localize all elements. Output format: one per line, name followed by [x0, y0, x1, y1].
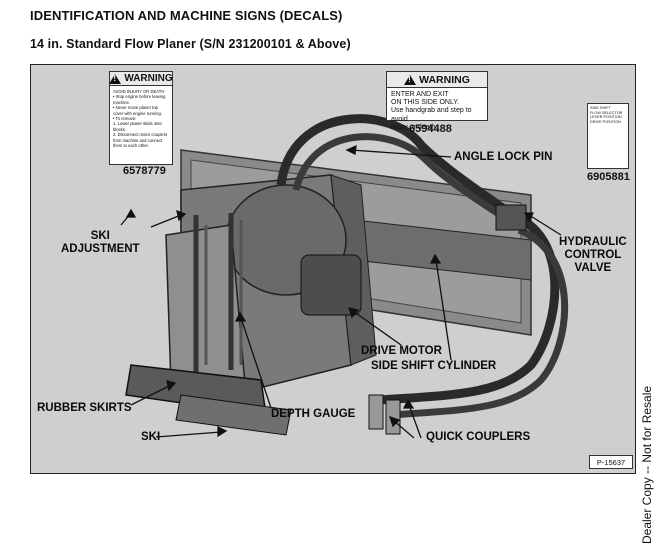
decal-left-text: AVOID INJURY OR DEATH • Stop engine befo… — [113, 89, 168, 149]
callout-drive-motor: DRIVE MOTOR — [361, 345, 442, 357]
planer-drawing — [120, 114, 569, 439]
callout-ski-adjustment: SKI ADJUSTMENT — [61, 230, 140, 255]
callout-rubber-skirts: RUBBER SKIRTS — [37, 402, 132, 414]
decal-middle-part-number: 6594488 — [409, 123, 452, 135]
decal-middle-heading: WARNING — [419, 73, 470, 86]
flow-selector-decal: SIDE SHIFT FLOW SELECTOR LEVER POSITION … — [587, 103, 629, 169]
planer-illustration: WARNING AVOID INJURY OR DEATH • Stop eng… — [30, 64, 636, 474]
callout-depth-gauge: DEPTH GAUGE — [271, 408, 356, 420]
callout-quick-couplers: QUICK COUPLERS — [426, 431, 531, 443]
warning-decal-left: WARNING AVOID INJURY OR DEATH • Stop eng… — [109, 71, 173, 165]
section-subtitle: 14 in. Standard Flow Planer (S/N 2312001… — [30, 37, 351, 51]
decal-left-heading: WARNING — [124, 73, 173, 84]
decal-right-text: SIDE SHIFT FLOW SELECTOR LEVER POSITION … — [590, 106, 623, 124]
warning-triangle-icon — [109, 73, 122, 84]
warning-decal-middle: WARNING ENTER AND EXIT ON THIS SIDE ONLY… — [386, 71, 488, 131]
decal-left-part-number: 6578779 — [123, 165, 166, 177]
callout-side-shift-cylinder: SIDE SHIFT CYLINDER — [371, 360, 497, 372]
callout-ski: SKI — [141, 431, 161, 443]
figure-reference: P-15637 — [589, 455, 633, 469]
decal-right-part-number: 6905881 — [587, 171, 630, 183]
decal-middle-text: ENTER AND EXIT ON THIS SIDE ONLY. Use ha… — [391, 91, 472, 131]
callout-angle-lock-pin: ANGLE LOCK PIN — [454, 151, 553, 163]
section-title: IDENTIFICATION AND MACHINE SIGNS (DECALS… — [30, 8, 343, 23]
dealer-copy-notice: Dealer Copy -- Not for Resale — [640, 385, 654, 544]
callout-hydraulic-control-valve: HYDRAULIC CONTROL VALVE — [559, 236, 627, 274]
warning-triangle-icon — [404, 74, 417, 85]
